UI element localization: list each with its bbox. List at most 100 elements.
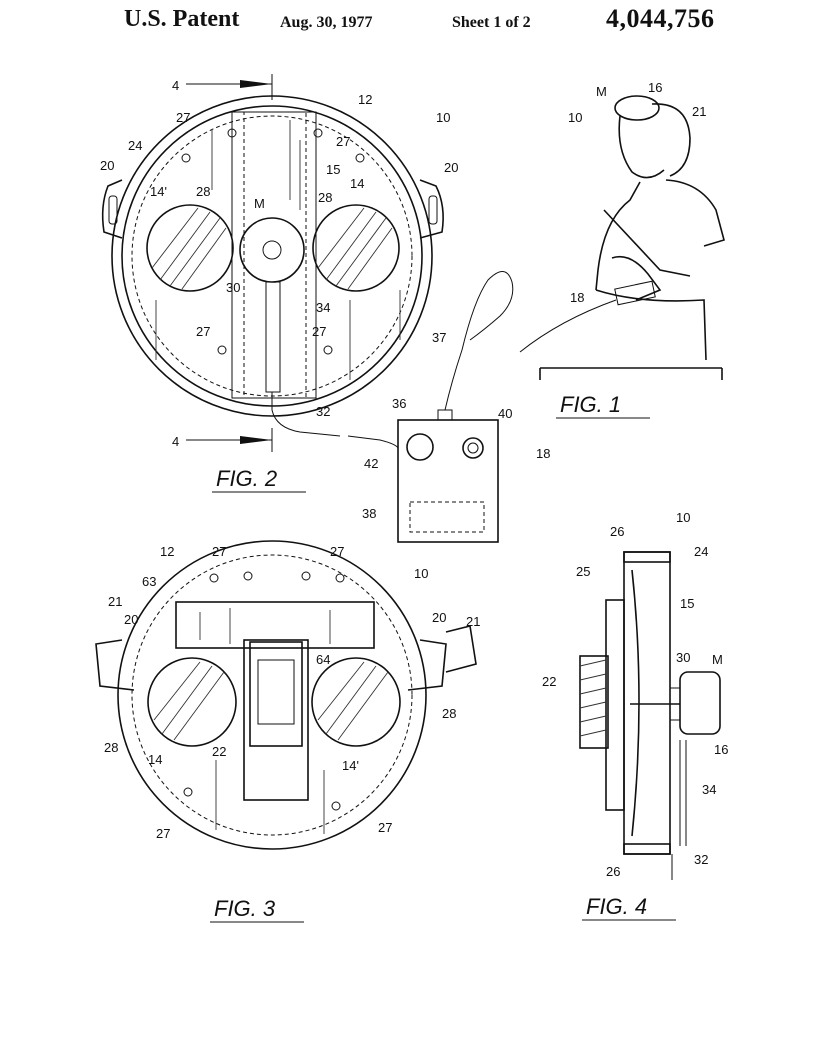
fig1-caption: FIG. 1 xyxy=(560,392,621,417)
fig2-ref-14: 14 xyxy=(350,176,364,191)
fig3-ref-28a: 28 xyxy=(104,740,118,755)
fig3-ref-21a: 21 xyxy=(108,594,122,609)
fig4-layer xyxy=(605,599,625,811)
fig1-ref-10: 10 xyxy=(568,110,582,125)
fig3-disc-dashed xyxy=(131,554,413,836)
fig3-lens-left xyxy=(147,657,237,747)
fig4-ref-30: 30 xyxy=(676,650,690,665)
fig2-ref-30: 30 xyxy=(226,280,240,295)
fig4-ref-24: 24 xyxy=(694,544,708,559)
fig2-ref-m: M xyxy=(254,196,265,211)
fig1-ref-16: 16 xyxy=(648,80,662,95)
fig4-ref-15: 15 xyxy=(680,596,694,611)
fig4-ref-32: 32 xyxy=(694,852,708,867)
fig2-handle-left-slot xyxy=(108,195,118,225)
fig3-ref-27d: 27 xyxy=(378,820,392,835)
fig2-ref-28a: 28 xyxy=(196,184,210,199)
fig3-band-right xyxy=(445,625,477,673)
fig3-ref-14p: 14' xyxy=(342,758,359,773)
fig4-ref-26a: 26 xyxy=(610,524,624,539)
fig2-ref-27d: 27 xyxy=(312,324,326,339)
fig4-drawing xyxy=(579,551,721,880)
fig4-motor xyxy=(679,671,721,735)
fig3-pocket-22 xyxy=(243,639,309,801)
fig2-conduit xyxy=(265,281,281,393)
fig1-shoulder xyxy=(665,179,725,247)
fig4-pad-22 xyxy=(579,655,609,749)
fig2-drawing xyxy=(101,74,514,543)
fig1-hair xyxy=(651,103,691,177)
fig1-strap xyxy=(603,209,691,277)
fig4-ref-m: M xyxy=(712,652,723,667)
fig3-battery-box xyxy=(249,641,303,747)
patent-title: U.S. Patent xyxy=(124,6,240,32)
fig2-ref-4b: 4 xyxy=(172,434,179,449)
fig2-ref-42: 42 xyxy=(364,456,378,471)
fig3-band-63 xyxy=(175,601,375,649)
fig2-ref-24: 24 xyxy=(128,138,142,153)
fig2-ref-27b: 27 xyxy=(336,134,350,149)
fig3-ref-12: 12 xyxy=(160,544,174,559)
fig2-handle-right xyxy=(419,179,444,239)
fig4-ref-34: 34 xyxy=(702,782,716,797)
fig2-disc-dashed xyxy=(131,115,413,397)
fig1-face xyxy=(618,115,665,179)
fig2-control-box xyxy=(397,419,499,543)
fig1-back xyxy=(595,181,641,291)
fig2-motor-shaft xyxy=(262,240,282,260)
fig2-ref-37: 37 xyxy=(432,330,446,345)
sheet-number: Sheet 1 of 2 xyxy=(452,14,531,31)
fig3-ref-20b: 20 xyxy=(432,610,446,625)
fig3-ref-20a: 20 xyxy=(124,612,138,627)
fig3-battery-64 xyxy=(257,659,295,725)
fig2-switch-40 xyxy=(462,437,484,459)
fig2-disc-outer xyxy=(111,95,433,417)
fig2-lens-right xyxy=(312,204,400,292)
fig2-caption: FIG. 2 xyxy=(216,466,277,491)
fig2-ref-4a: 4 xyxy=(172,78,179,93)
fig3-ref-28b: 28 xyxy=(442,706,456,721)
fig2-ref-20b: 20 xyxy=(444,160,458,175)
fig2-disc-inner xyxy=(121,105,423,407)
fig4-ref-26b: 26 xyxy=(606,864,620,879)
fig1-lap xyxy=(595,289,707,361)
fig2-ref-36: 36 xyxy=(392,396,406,411)
patent-date: Aug. 30, 1977 xyxy=(280,14,373,31)
fig2-ref-15: 15 xyxy=(326,162,340,177)
fig2-ref-38: 38 xyxy=(362,506,376,521)
fig2-ref-27c: 27 xyxy=(196,324,210,339)
fig3-lens-right xyxy=(311,657,401,747)
fig4-strip-15 xyxy=(631,569,640,837)
fig3-strap-right xyxy=(407,639,447,691)
patent-number: 4,044,756 xyxy=(606,4,715,33)
fig1-device-on-head xyxy=(614,95,660,121)
fig3-ref-10: 10 xyxy=(414,566,428,581)
fig3-ref-14a: 14 xyxy=(148,752,162,767)
fig1-ref-18: 18 xyxy=(570,290,584,305)
fig2-ref-32: 32 xyxy=(316,404,330,419)
fig3-ref-63: 63 xyxy=(142,574,156,589)
fig2-ref-28b: 28 xyxy=(318,190,332,205)
fig4-caption: FIG. 4 xyxy=(586,894,647,919)
fig1-control-box xyxy=(614,280,656,306)
fig1-cord xyxy=(519,299,617,353)
fig2-handle-left xyxy=(101,179,123,239)
fig1-drawing xyxy=(519,95,725,380)
fig4-ref-25: 25 xyxy=(576,564,590,579)
fig3-strap-left xyxy=(95,639,135,691)
fig2-ref-34: 34 xyxy=(316,300,330,315)
fig3-ref-27c: 27 xyxy=(156,826,170,841)
fig2-ref-12: 12 xyxy=(358,92,372,107)
fig2-ref-10: 10 xyxy=(436,110,450,125)
fig1-ref-21: 21 xyxy=(692,104,706,119)
fig3-caption: FIG. 3 xyxy=(214,896,276,921)
fig2-ref-14p: 14' xyxy=(150,184,167,199)
fig2-handle-right-slot xyxy=(428,195,438,225)
fig2-battery-38 xyxy=(409,501,485,533)
fig2-lens-hatching xyxy=(151,207,393,290)
fig3-ref-22: 22 xyxy=(212,744,226,759)
fig2-ref-18: 18 xyxy=(536,446,550,461)
fig2-lens-left xyxy=(146,204,234,292)
fig2-ref-40: 40 xyxy=(498,406,512,421)
